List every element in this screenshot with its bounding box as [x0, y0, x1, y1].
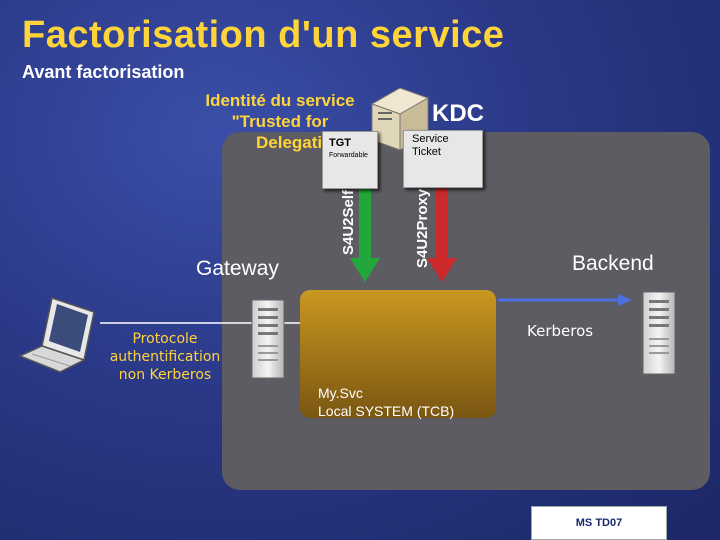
- service-ticket-line-2-overlay: Ticket: [412, 146, 441, 158]
- s4u2proxy-arrow-shaft: [436, 175, 448, 263]
- service-box: [300, 290, 496, 418]
- service-ticket-overlay: Service Ticket: [403, 130, 483, 188]
- gateway-server-icon: [251, 299, 285, 379]
- s4u2self-label: S4U2Self: [340, 189, 357, 255]
- s4u2self-arrow-head: [350, 258, 380, 282]
- tgt-ticket-title-overlay: TGT: [329, 137, 351, 149]
- event-logo: MS TD07: [531, 506, 667, 540]
- service-line-1: My.Svc: [318, 385, 363, 401]
- backend-label: Backend: [572, 252, 654, 275]
- s4u2self-arrow-shaft: [359, 175, 371, 263]
- service-line-2: Local SYSTEM (TCB): [318, 403, 455, 419]
- tgt-ticket-overlay: TGT Forwardable: [322, 131, 378, 189]
- laptop-icon: [18, 297, 95, 373]
- logo-text: MS TD07: [575, 517, 623, 529]
- kdc-label: KDC: [432, 100, 484, 127]
- protocol-line-1: Protocole: [132, 331, 198, 347]
- slide-title: Factorisation d'un service: [22, 14, 505, 56]
- identity-line-2: "Trusted for: [231, 112, 329, 131]
- tgt-ticket-sub-overlay: Forwardable: [329, 152, 368, 159]
- identity-line-1: Identité du service: [205, 91, 355, 110]
- kerberos-label: Kerberos: [527, 322, 594, 340]
- slide-subtitle: Avant factorisation: [22, 62, 185, 82]
- protocol-label: Protocole authentification non Kerberos: [100, 330, 230, 384]
- gateway-label: Gateway: [196, 257, 279, 280]
- identity-line-3: Delegati: [256, 133, 323, 152]
- s4u2proxy-label: S4U2Proxy: [414, 188, 431, 268]
- protocol-line-3: non Kerberos: [118, 367, 212, 383]
- service-ticket-line-1-overlay: Service: [412, 133, 449, 145]
- protocol-line-2: authentification: [109, 349, 221, 365]
- kerberos-arrow-head: [618, 294, 632, 306]
- service-identity-label: Identité du service "Trusted for Delegat…: [170, 90, 390, 153]
- backend-server-icon: [642, 291, 676, 375]
- s4u2proxy-arrow-head: [427, 258, 457, 282]
- service-label: My.Svc Local SYSTEM (TCB): [318, 384, 454, 420]
